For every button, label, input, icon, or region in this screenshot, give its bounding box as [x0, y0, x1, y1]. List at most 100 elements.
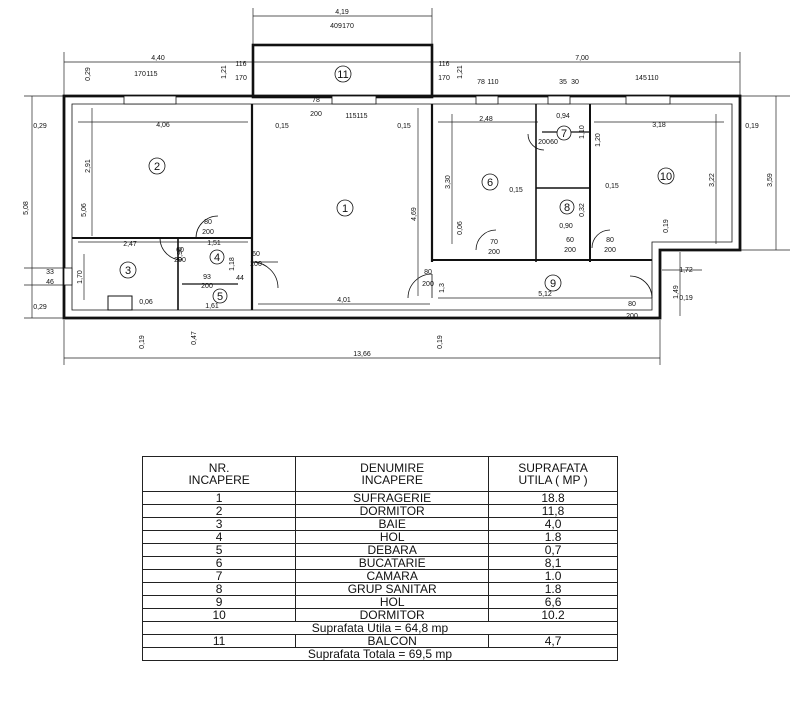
room-label-2: 2 — [154, 161, 160, 173]
win-110b: 110 — [647, 75, 658, 82]
cell-name: SUFRAGERIE — [295, 491, 490, 505]
wall-19-c: 0,19 — [139, 335, 146, 349]
dim-room3-height: 1,70 — [77, 270, 84, 284]
dim-balcony-width: 4,19 — [335, 9, 349, 16]
win-78b: 78 — [477, 79, 485, 86]
door-w-5: 60 — [176, 247, 184, 254]
dim-room4-width: 1,51 — [207, 240, 221, 247]
win-170-b: 170 — [438, 75, 450, 82]
wall-15-c: 0,15 — [509, 187, 523, 194]
cell-name: DORMITOR — [295, 504, 490, 518]
win-top-170: 170 — [134, 71, 146, 78]
cell-nr: 5 — [141, 543, 297, 557]
win-200: 200 — [310, 111, 322, 118]
cell-nr: 3 — [141, 517, 297, 531]
cell-area: 6,6 — [488, 595, 618, 609]
dim-room6-small: 0,06 — [457, 221, 464, 235]
dimension-lines — [24, 8, 790, 365]
cell-name: BALCON — [295, 634, 490, 648]
win-top-409: 409 — [330, 23, 342, 30]
room-label-1: 1 — [342, 203, 348, 215]
subtotal-text: Suprafata Utila = 64,8 mp — [142, 621, 618, 635]
cell-name: BUCATARIE — [295, 556, 490, 570]
win-116-b: 116 — [438, 61, 449, 68]
cell-nr: 11 — [141, 634, 297, 648]
cell-nr: 4 — [141, 530, 297, 544]
wall-19-e: 0,19 — [663, 219, 670, 233]
door-w-8: 80 — [606, 237, 614, 244]
dim-room2-inner: 2,91 — [85, 159, 92, 173]
room-label-10: 10 — [660, 171, 672, 183]
wall-44: 44 — [236, 275, 244, 282]
cell-area: 1.8 — [488, 530, 618, 544]
vertical-dimension-texts: 5,08 2,91 5,06 4,69 1,70 3,59 3,22 3,30 … — [23, 65, 774, 349]
cell-nr: 2 — [141, 504, 297, 518]
door-h-7: 200 — [564, 247, 576, 254]
door-w-1: 80 — [204, 219, 212, 226]
dim-room6-width: 2,48 — [479, 116, 493, 123]
wall-19-d: 0,19 — [437, 335, 444, 349]
door-h-4: 200 — [201, 283, 213, 290]
door-h-5: 200 — [174, 257, 186, 264]
wall-29-b: 0,29 — [33, 304, 47, 311]
room-label-7: 7 — [561, 128, 567, 140]
door-h-8: 200 — [604, 247, 616, 254]
wall-121-a: 1,21 — [221, 65, 228, 79]
win-78: 78 — [312, 97, 320, 104]
walls — [62, 43, 742, 320]
cell-area: 1.0 — [488, 569, 618, 583]
floor-plan: 1 2 3 4 5 6 7 8 9 10 11 4,19 4,40 7,00 1… — [23, 8, 790, 365]
dimension-texts: 4,19 4,40 7,00 13,66 4,06 2,48 3,18 5,12… — [33, 9, 759, 358]
win-35: 35 — [559, 79, 567, 86]
dim-room1-height: 4,69 — [411, 207, 418, 221]
wall-110: 1,10 — [579, 125, 586, 139]
dim-right-height: 3,59 — [767, 173, 774, 187]
win-115-a: 115 — [345, 113, 356, 120]
wall-90: 0,90 — [559, 223, 573, 230]
dim-room10-width: 3,18 — [652, 122, 666, 129]
wall-46: 46 — [46, 279, 54, 286]
door-w-7: 60 — [566, 237, 574, 244]
cell-area: 18.8 — [488, 491, 618, 505]
dim-top-left: 4,40 — [151, 55, 165, 62]
cell-name: DEBARA — [295, 543, 490, 557]
cell-nr: 9 — [141, 595, 297, 609]
door-h-1: 200 — [202, 229, 214, 236]
wall-06: 0,06 — [139, 299, 153, 306]
table-header-row: NR. INCAPERE DENUMIRE INCAPERE SUPRAFATA… — [141, 456, 618, 492]
dim-hall-width: 5,12 — [538, 291, 552, 298]
wall-96: 0,96 — [177, 247, 184, 261]
cell-nr: 8 — [141, 582, 297, 596]
door-w-10: 80 — [628, 301, 636, 308]
cell-nr: 10 — [141, 608, 297, 622]
subtotal-row: Suprafata Utila = 64,8 mp — [142, 621, 618, 635]
door-h-2: 200 — [250, 261, 262, 268]
dim-room2-height: 5,06 — [81, 203, 88, 217]
dim-room6-height: 3,30 — [445, 175, 452, 189]
cell-area: 4,7 — [488, 634, 618, 648]
room-label-9: 9 — [550, 278, 556, 290]
cell-area: 8,1 — [488, 556, 618, 570]
dim-room1-bottom: 4,01 — [337, 297, 351, 304]
wall-33: 33 — [46, 269, 54, 276]
wall-94: 0,94 — [556, 113, 570, 120]
room-label-8: 8 — [564, 202, 570, 214]
wall-29-c: 0,29 — [85, 67, 92, 81]
wall-19-b: 0,19 — [679, 295, 693, 302]
header-nr: NR. INCAPERE — [141, 456, 297, 492]
win-top-115: 115 — [146, 71, 157, 78]
cell-name: DORMITOR — [295, 608, 490, 622]
header-name: DENUMIRE INCAPERE — [295, 456, 490, 492]
cell-area: 4,0 — [488, 517, 618, 531]
dim-total-width: 13,66 — [353, 351, 371, 358]
dim-r1-small: 1,72 — [679, 267, 693, 274]
cell-name: HOL — [295, 530, 490, 544]
door-w-2: 60 — [252, 251, 260, 258]
win-115-b: 115 — [356, 113, 367, 120]
cell-area: 0,7 — [488, 543, 618, 557]
